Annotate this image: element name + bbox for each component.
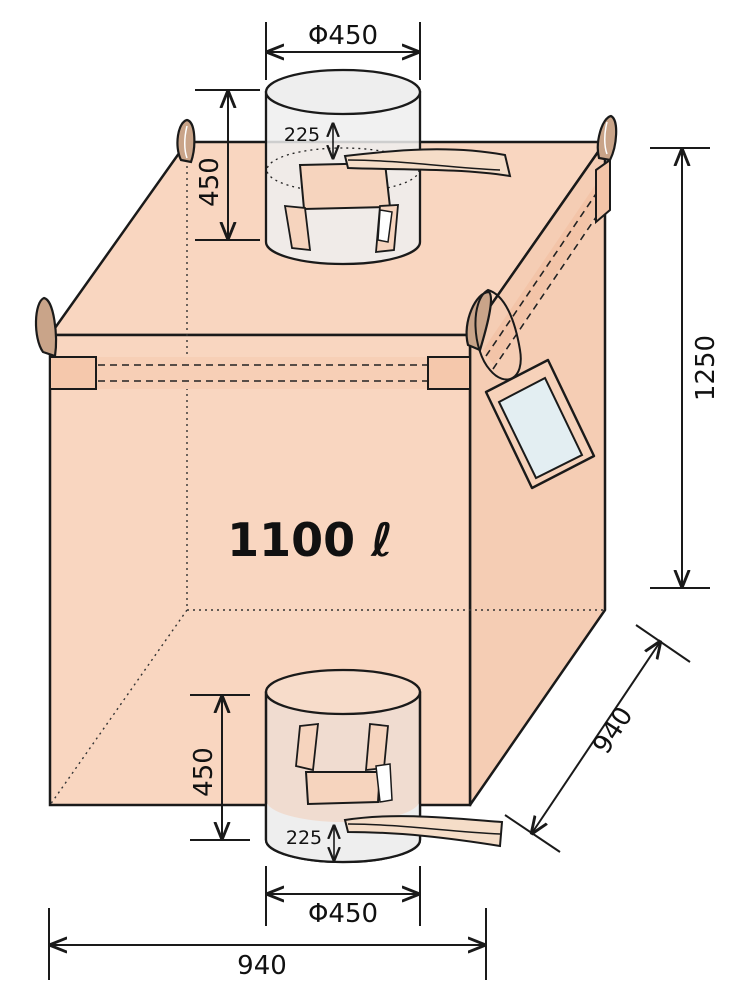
bottom-spout-inset-label: 225 [286,827,322,849]
loop-back-left [176,118,196,164]
dimension-lines [48,22,710,980]
front-belt [49,356,471,390]
belt-patch-left [49,356,97,390]
pocket-window [497,376,584,480]
tie-string-icon [343,148,512,178]
side-belt [483,158,611,370]
bottom-spout [264,668,504,864]
loop-front-right [465,290,493,352]
loop-front-left [34,296,58,358]
bottom-spout-diameter-label: Φ450 [308,899,378,929]
bag-depth-label: 940 [587,702,639,760]
lifting-loop-icon [34,114,618,358]
side-belt-patch [595,158,611,225]
document-pocket-icon [474,288,596,490]
capacity-label: 1100 ℓ [227,513,393,567]
bottom-spout-rim [264,668,422,716]
top-spout [264,68,512,266]
bag-height-label: 1250 [691,335,721,401]
top-spout-diameter-label: Φ450 [308,21,378,51]
top-spout-inset-label: 225 [284,124,320,146]
top-spout-height-label: 450 [195,157,225,207]
bottom-spout-height-label: 450 [189,747,219,797]
belt-patch-right [427,356,471,390]
loop-back-right [596,114,618,162]
bag-width-label: 940 [237,951,287,981]
top-spout-rim [264,68,422,116]
